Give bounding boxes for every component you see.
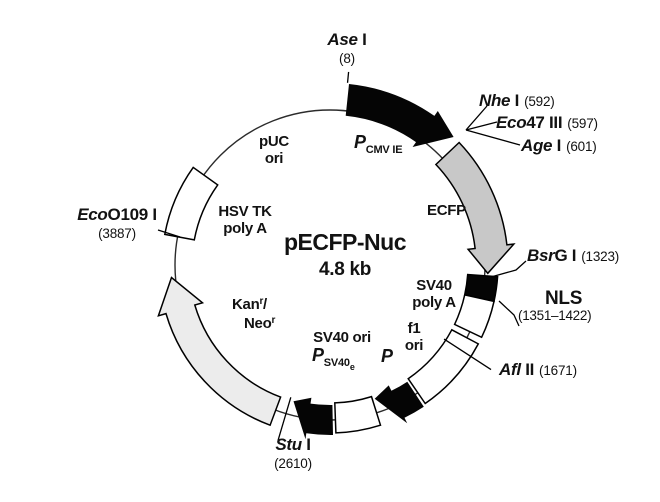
plasmid-name: pECFP-Nuc: [284, 229, 407, 255]
site-label-age-i: Age I(601): [521, 136, 597, 155]
ecfp-gene-arrow: [434, 141, 516, 275]
site-label-ase-i: Ase I (8): [327, 30, 367, 66]
bsrg-i-leader: [490, 260, 527, 278]
kan-neo-gene-arrow: [157, 276, 282, 427]
p-promoter-label: P: [381, 346, 393, 366]
pcmv-ie-label: PCMV IE: [354, 132, 403, 156]
nhe-i-leader: [465, 105, 488, 131]
ase-i-tick: [346, 71, 350, 83]
afl-ii-tick: [443, 338, 492, 371]
p-promoter-arrow: [374, 381, 424, 424]
site-label-ecoo109-i: EcoO109 I (3887): [77, 205, 157, 241]
plasmid-title: pECFP-Nuc 4.8 kb: [284, 229, 407, 281]
psv40e-promoter-arrow: [293, 397, 333, 440]
site-label-nhe-i: Nhe I(592): [479, 91, 555, 110]
psv40e-label: PSV40e: [312, 345, 355, 372]
sv40-ori-label: SV40 ori: [313, 329, 371, 346]
site-label-afl-ii: Afl II(1671): [499, 360, 577, 379]
pcmv-ie-promoter-arrow: [345, 84, 454, 147]
nls-leader: [498, 300, 520, 327]
site-label-stu-i: Stu I (2610): [274, 435, 312, 471]
f1-ori-segment: [407, 328, 480, 405]
sv40-ori-segment: [334, 395, 382, 434]
age-i-leader: [465, 129, 521, 146]
nls-label: NLS: [545, 288, 583, 309]
site-label-bsrg-i: BsrG I(1323): [527, 246, 620, 265]
nls-position-label: (1351–1422): [518, 308, 592, 323]
site-label-eco47-iii: Eco47 III(597): [496, 113, 598, 132]
plasmid-size: 4.8 kb: [318, 259, 372, 280]
hsv-tk-polya-segment: [163, 166, 219, 241]
stu-i-tick: [277, 397, 292, 441]
eco47-iii-leader: [465, 121, 498, 131]
ecoo109-i-leader: [157, 229, 181, 238]
sv40-polya-segment: [453, 294, 495, 339]
kan-neo-label: Kanr/ Neor: [232, 296, 276, 332]
ecfp-label: ECFP: [427, 202, 466, 219]
